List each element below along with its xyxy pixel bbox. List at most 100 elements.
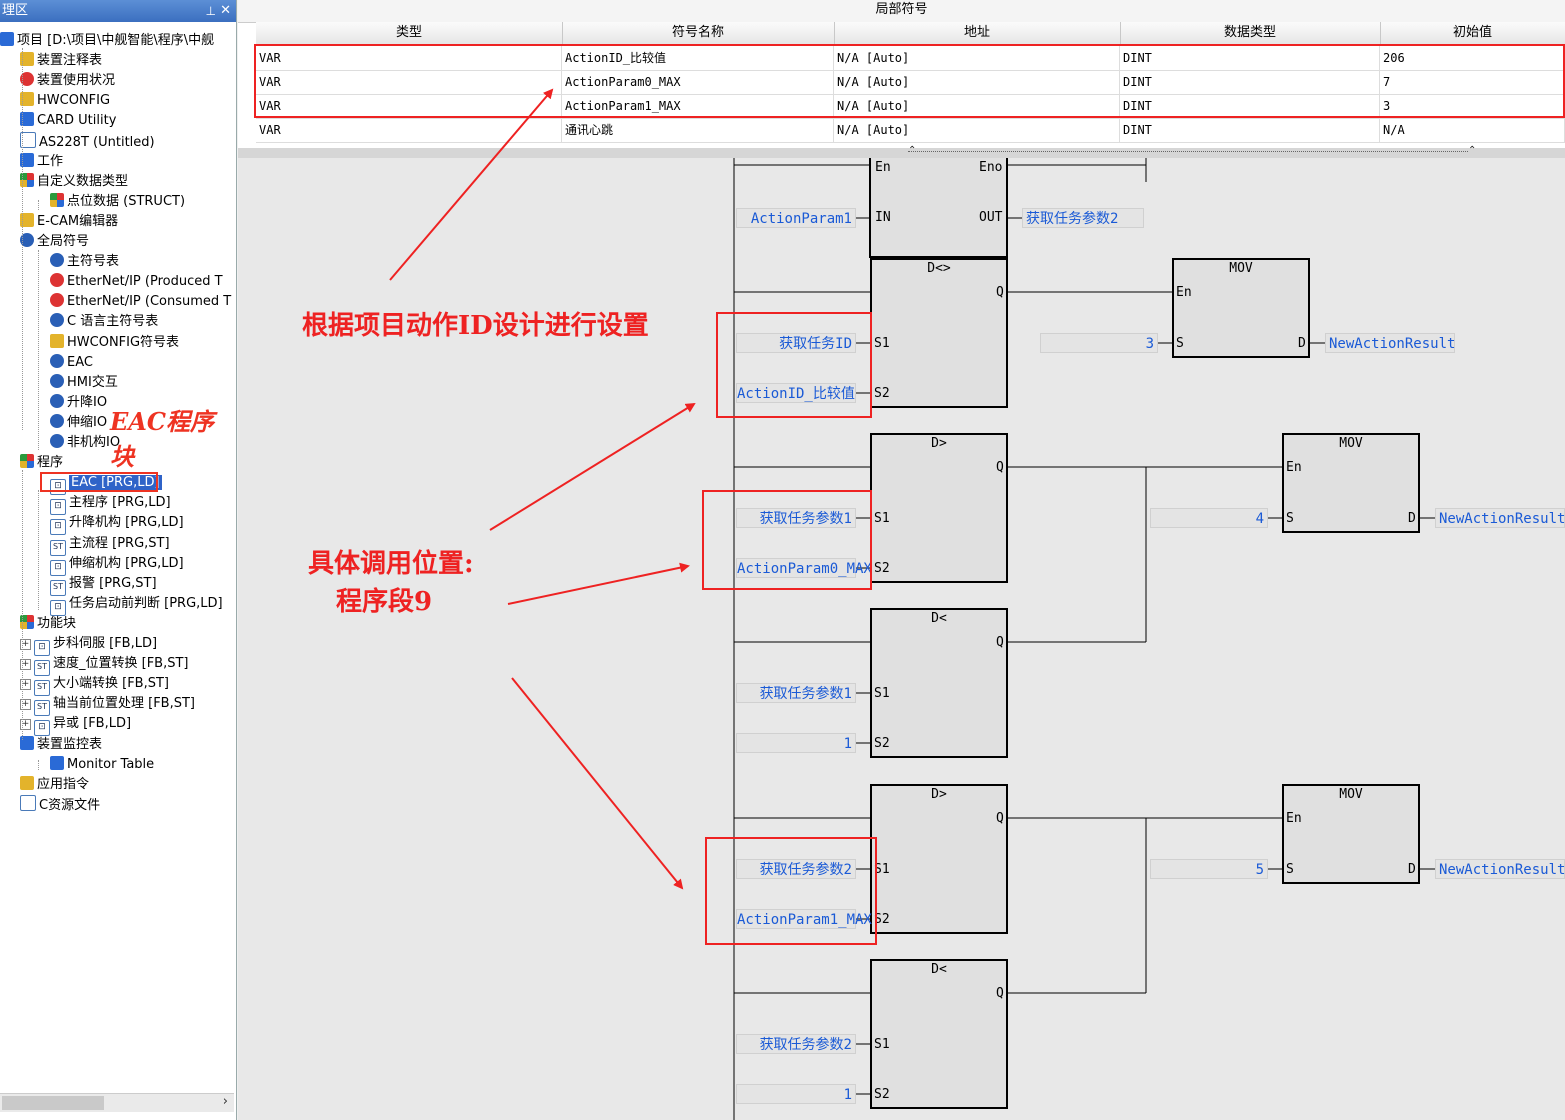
s1-variable[interactable]: 获取任务ID xyxy=(736,333,856,353)
column-header[interactable]: 初始值 xyxy=(1380,22,1565,44)
table-cell[interactable]: 通讯心跳 xyxy=(562,118,834,142)
table-cell[interactable]: N/A [Auto] xyxy=(834,94,1120,118)
column-header[interactable]: 地址 xyxy=(834,22,1121,44)
tree-item[interactable]: 升降IO xyxy=(50,393,107,413)
table-cell[interactable]: ActionParam0_MAX xyxy=(562,70,834,94)
tree-item[interactable]: ⊡伸缩机构 [PRG,LD] xyxy=(50,554,184,576)
expand-icon[interactable]: + xyxy=(20,639,31,650)
tree-item[interactable]: 装置使用状况 xyxy=(20,71,115,91)
s2-variable[interactable]: 1 xyxy=(736,733,856,753)
expand-icon[interactable]: + xyxy=(20,719,31,731)
out-variable[interactable]: 获取任务参数2 xyxy=(1022,208,1144,228)
collapse-up-icon[interactable]: ⌃ xyxy=(908,145,917,156)
table-cell[interactable]: VAR xyxy=(256,46,562,70)
tree-item[interactable]: AS228T (Untitled) xyxy=(20,131,155,152)
tree-item[interactable]: 非机构IO xyxy=(50,433,120,453)
column-header[interactable]: 类型 xyxy=(256,22,563,44)
tree-item[interactable]: C资源文件 xyxy=(20,794,100,815)
mov-source-variable[interactable]: 5 xyxy=(1150,859,1268,879)
table-cell[interactable]: VAR xyxy=(256,118,562,142)
table-cell[interactable]: VAR xyxy=(256,94,562,118)
pin-icon[interactable]: ⊥ xyxy=(205,4,216,18)
s2-variable[interactable]: ActionID_比较值 xyxy=(736,383,856,403)
column-header[interactable]: 符号名称 xyxy=(562,22,835,44)
scrollbar-thumb[interactable] xyxy=(2,1096,104,1110)
tree-item[interactable]: HWCONFIG符号表 xyxy=(50,333,179,353)
tree-item[interactable]: 功能块 xyxy=(20,614,76,634)
tree-item[interactable]: 装置监控表 xyxy=(20,735,102,755)
tree-item[interactable]: ⊡EAC [PRG,LD] xyxy=(50,473,162,496)
tree-item[interactable]: E-CAM编辑器 xyxy=(20,212,118,232)
tree-item[interactable]: EAC xyxy=(50,353,93,373)
mov-destination-variable[interactable]: NewActionResult xyxy=(1325,333,1455,353)
s1-variable[interactable]: 获取任务参数2 xyxy=(736,1034,856,1054)
s2-variable[interactable]: ActionParam0_MAX xyxy=(736,558,872,578)
tree-item[interactable]: 主符号表 xyxy=(50,252,119,272)
s2-variable[interactable]: 1 xyxy=(736,1084,856,1104)
table-cell[interactable]: N/A [Auto] xyxy=(834,118,1120,142)
expand-icon[interactable]: + xyxy=(20,699,31,711)
tree-item[interactable]: 全局符号 xyxy=(20,232,89,252)
table-cell[interactable]: N/A [Auto] xyxy=(834,70,1120,94)
s1-variable[interactable]: 获取任务参数1 xyxy=(736,683,856,703)
mov-destination-variable[interactable]: NewActionResult xyxy=(1435,508,1565,528)
tree-item[interactable]: ⊡任务启动前判断 [PRG,LD] xyxy=(50,594,223,616)
tree-item[interactable]: ⊡主程序 [PRG,LD] xyxy=(50,493,171,516)
splitter-grip[interactable] xyxy=(908,151,1468,155)
table-cell[interactable]: VAR xyxy=(256,70,562,94)
s2-variable[interactable]: ActionParam1_MAX xyxy=(736,909,872,929)
expand-icon[interactable]: + xyxy=(20,679,31,691)
tree-item[interactable]: 工作 xyxy=(20,152,63,172)
s1-variable[interactable]: 获取任务参数2 xyxy=(736,859,856,879)
tree-item[interactable]: 装置注释表 xyxy=(20,51,102,71)
mov-source-variable[interactable]: 3 xyxy=(1040,333,1158,353)
tree-item[interactable]: HWCONFIG xyxy=(20,91,110,111)
tree-item[interactable]: HMI交互 xyxy=(50,373,118,393)
tree-item[interactable]: ⊡升降机构 [PRG,LD] xyxy=(50,513,184,536)
tree-item[interactable]: 项目 [D:\项目\中舰智能\程序\中舰 xyxy=(0,31,214,51)
tree-item[interactable]: +⊡异或 [FB,LD] xyxy=(20,714,131,737)
s1-variable[interactable]: 获取任务参数1 xyxy=(736,508,856,528)
table-cell[interactable]: N/A [Auto] xyxy=(834,46,1120,70)
table-cell[interactable]: DINT xyxy=(1120,70,1380,94)
tree-item[interactable]: C 语言主符号表 xyxy=(50,312,158,332)
collapse-up-icon-right[interactable]: ⌃ xyxy=(1468,145,1477,156)
scroll-right-icon[interactable]: › xyxy=(222,1094,228,1109)
expand-icon[interactable]: + xyxy=(20,659,31,671)
table-cell[interactable]: ActionID_比较值 xyxy=(562,46,834,70)
column-header[interactable]: 数据类型 xyxy=(1120,22,1381,44)
tree-item[interactable]: +⊡步科伺服 [FB,LD] xyxy=(20,634,157,656)
table-cell[interactable]: N/A xyxy=(1380,118,1565,142)
tree-item[interactable]: 点位数据 (STRUCT) xyxy=(50,192,185,212)
tree-item[interactable]: EtherNet/IP (Produced T xyxy=(50,272,223,292)
table-cell[interactable]: ActionParam1_MAX xyxy=(562,94,834,118)
tree-item[interactable]: 程序 xyxy=(20,453,63,473)
close-icon[interactable]: ✕ xyxy=(220,3,231,18)
tree-item[interactable]: CARD Utility xyxy=(20,111,116,131)
tree-item[interactable]: 自定义数据类型 xyxy=(20,172,128,192)
table-cell[interactable]: DINT xyxy=(1120,94,1380,118)
table-cell[interactable]: DINT xyxy=(1120,46,1380,70)
tree-item[interactable]: EtherNet/IP (Consumed T xyxy=(50,292,231,312)
tree-item[interactable]: 伸缩IO xyxy=(50,413,107,433)
table-cell[interactable]: DINT xyxy=(1120,118,1380,142)
in-variable[interactable]: ActionParam1 xyxy=(736,208,856,228)
